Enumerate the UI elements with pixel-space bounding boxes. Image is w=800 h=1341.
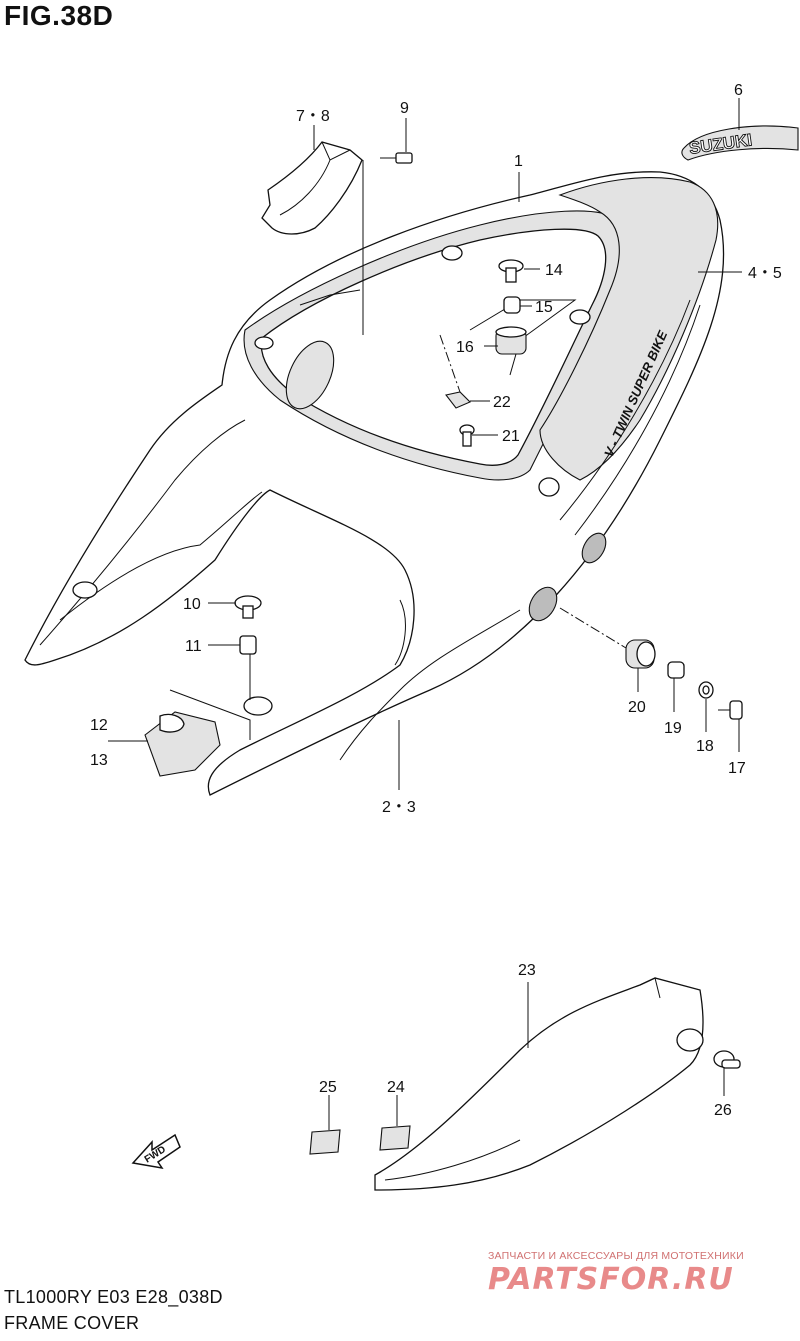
callout-1: 1 xyxy=(514,153,523,170)
model-code: TL1000RY E03 E28_038D xyxy=(4,1287,223,1307)
callout-6: 6 xyxy=(734,82,743,99)
callout-10: 10 xyxy=(183,596,201,613)
callout-26: 26 xyxy=(714,1102,732,1119)
callout-23: 23 xyxy=(518,962,536,979)
screw-9 xyxy=(380,152,413,164)
callout-14: 14 xyxy=(545,262,563,279)
callout-7-8: 7・8 xyxy=(296,108,330,125)
frame-cover-body xyxy=(24,171,725,796)
watermark-logo: PARTSFOR.RU xyxy=(488,1262,734,1297)
pad-24 xyxy=(379,1125,411,1151)
bracket-12-13 xyxy=(144,689,251,777)
callout-16: 16 xyxy=(456,339,474,356)
bracket-7-8 xyxy=(261,141,363,235)
grommet-collar-washer-screw xyxy=(559,607,743,720)
callout-25: 25 xyxy=(319,1079,337,1096)
figure-title: FIG.38D xyxy=(4,0,114,31)
callout-12: 12 xyxy=(90,717,108,734)
callout-2-3: 2・3 xyxy=(382,799,416,816)
callout-22: 22 xyxy=(493,394,511,411)
section-name: FRAME COVER xyxy=(4,1313,140,1333)
push-pin-26 xyxy=(713,1050,741,1069)
callout-19: 19 xyxy=(664,720,682,737)
small-parts-center xyxy=(439,259,527,447)
callout-13: 13 xyxy=(90,752,108,769)
watermark-tagline: ЗАПЧАСТИ И АКСЕССУАРЫ ДЛЯ МОТОТЕХНИКИ xyxy=(488,1250,744,1262)
callout-numbers: 1 6 4・5 7・8 9 14 15 16 22 21 10 11 12 13… xyxy=(90,82,782,1119)
callout-20: 20 xyxy=(628,699,646,716)
lower-cover-23 xyxy=(374,977,704,1191)
screw-10-collar-11 xyxy=(234,595,262,700)
suzuki-emblem: SUZUKI xyxy=(681,125,799,161)
callout-21: 21 xyxy=(502,428,520,445)
pad-25 xyxy=(309,1129,341,1155)
callout-17: 17 xyxy=(728,760,746,777)
leader-lines xyxy=(108,98,742,1130)
callout-15: 15 xyxy=(535,299,553,316)
forward-arrow: FWD xyxy=(131,1133,181,1170)
callout-9: 9 xyxy=(400,100,409,117)
emblem-text: SUZUKI xyxy=(688,130,753,158)
callout-18: 18 xyxy=(696,738,714,755)
callout-4-5: 4・5 xyxy=(748,265,782,282)
callout-11: 11 xyxy=(185,638,202,655)
callout-24: 24 xyxy=(387,1079,405,1096)
